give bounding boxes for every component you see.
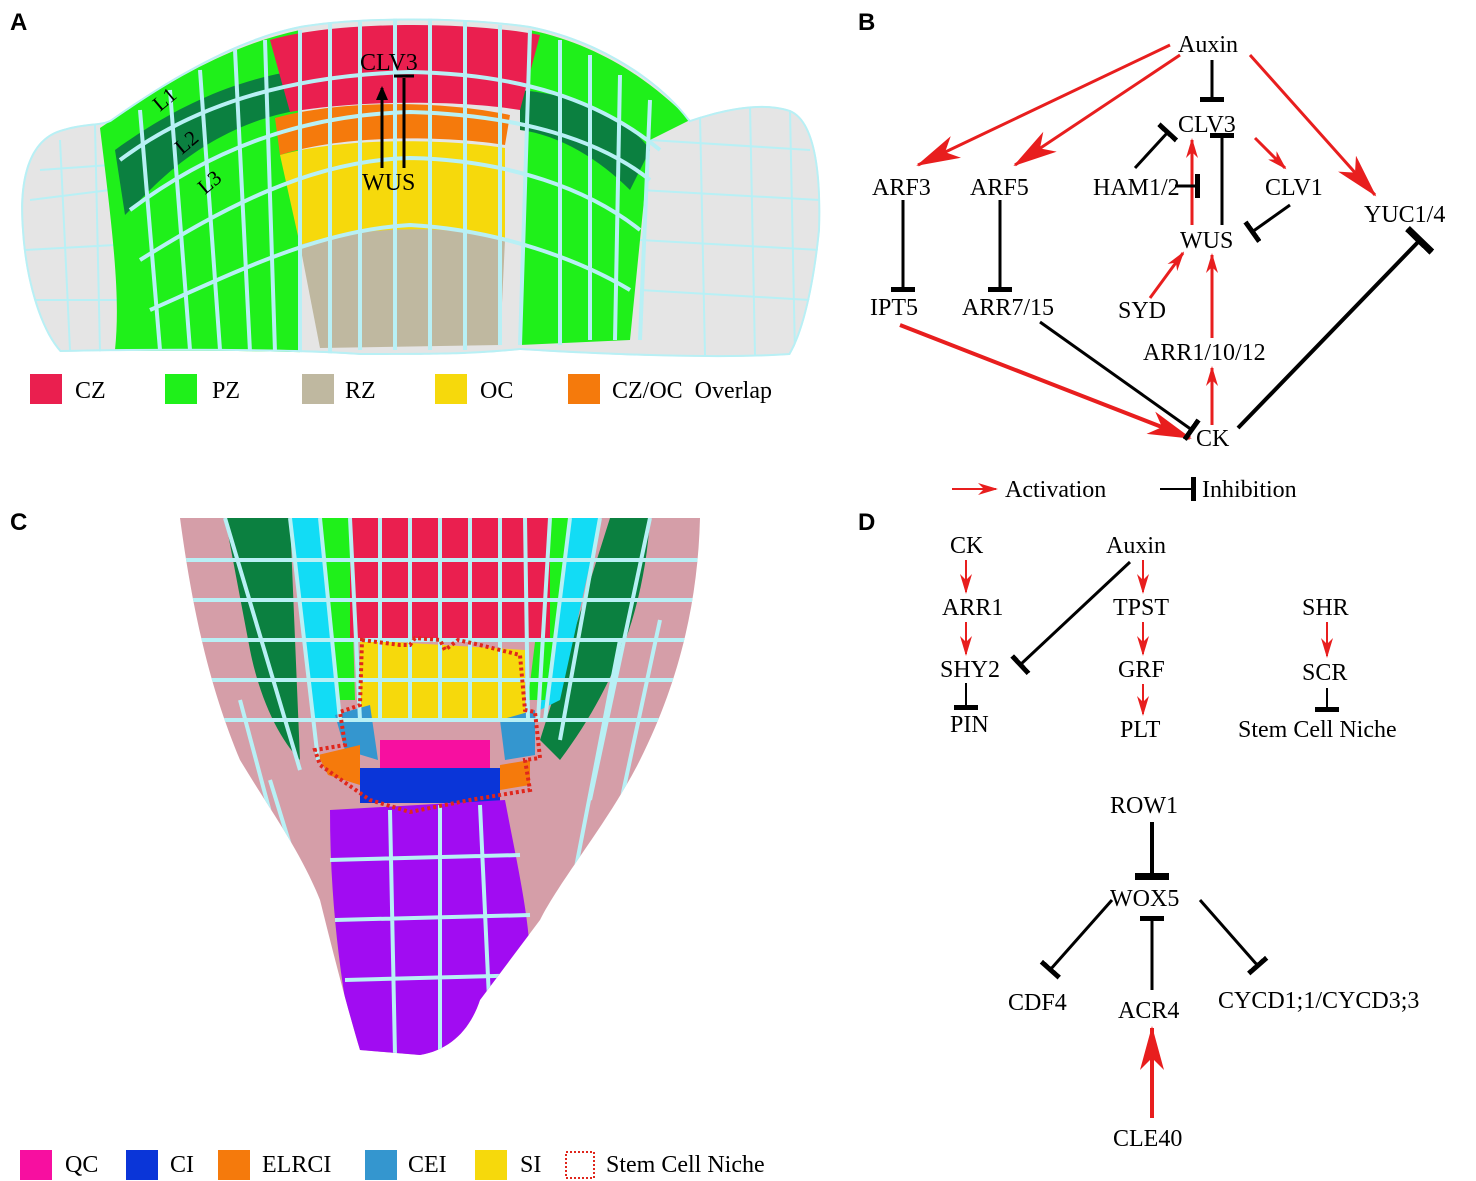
ci-region (360, 768, 500, 803)
legend-oc-swatch (435, 374, 467, 404)
l2-band (115, 70, 650, 215)
wox5-inhibits-cycd (1198, 899, 1269, 976)
d-row1: ROW1 (1110, 793, 1178, 819)
legend-cei-swatch (365, 1150, 397, 1180)
legend-si-swatch (475, 1150, 507, 1180)
legend-si-label: SI (520, 1152, 541, 1178)
legend-inhibition-label: Inhibition (1202, 477, 1297, 503)
auxin-to-arf3-arrow (916, 43, 1171, 167)
ck-inhibits-yuc (1236, 226, 1435, 430)
rz-region (300, 229, 505, 348)
columella-region (330, 800, 531, 1055)
panel-a-label: A (10, 9, 27, 36)
arr715-inhibits-ck (1039, 320, 1201, 441)
ipt5-to-ck-arrow (899, 323, 1192, 440)
syd-to-wus-arrow (1148, 251, 1185, 299)
d-shy2: SHY2 (940, 657, 1000, 683)
clv1-inhibits-wus (1243, 203, 1291, 243)
b-syd: SYD (1118, 298, 1166, 324)
b-arr11012: ARR1/10/12 (1143, 340, 1266, 366)
panel-b-label: B (858, 9, 875, 36)
panel-c-root-meristem: C (10, 509, 765, 1180)
ham-inhibits-clv3 (1133, 122, 1179, 170)
panel-b-shoot-network: B Auxin CLV3 ARF3 ARF5 HAM1/2 CLV1 WUS Y… (858, 9, 1445, 503)
d-cycd: CYCD1;1/CYCD3;3 (1218, 988, 1419, 1014)
legend-elrci-label: ELRCI (262, 1152, 331, 1178)
legend-cz-swatch (30, 374, 62, 404)
qc-region (380, 740, 490, 770)
panel-d-root-network: D CK ARR1 SHY2 PIN Auxin TPST GRF PLT SH… (858, 509, 1419, 1152)
legend-rz-label: RZ (345, 378, 376, 404)
legend-overlap-swatch (568, 374, 600, 404)
d-ck: CK (950, 533, 984, 559)
b-yuc: YUC1/4 (1364, 202, 1445, 228)
panel-b-legend: Activation Inhibition (952, 477, 1297, 503)
elrci-right (500, 760, 530, 790)
b-auxin: Auxin (1178, 32, 1238, 58)
legend-niche-label: Stem Cell Niche (606, 1152, 765, 1178)
d-shr: SHR (1302, 595, 1349, 621)
legend-elrci-swatch (218, 1150, 250, 1180)
d-arr1: ARR1 (942, 595, 1003, 621)
legend-niche-swatch (565, 1151, 595, 1179)
panel-c-legend: QC CI ELRCI CEI SI Stem Cell Niche (20, 1150, 765, 1180)
d-plt: PLT (1120, 717, 1161, 743)
overlap-region (275, 104, 510, 155)
a-wus-label: WUS (362, 170, 415, 196)
legend-cei-label: CEI (408, 1152, 447, 1178)
d-niche: Stem Cell Niche (1238, 717, 1397, 743)
auxin-inhibits-shy2 (1010, 560, 1132, 676)
d-acr4: ACR4 (1118, 998, 1179, 1024)
elrci-left (318, 745, 360, 785)
b-clv3: CLV3 (1178, 112, 1236, 138)
b-arf5: ARF5 (970, 175, 1029, 201)
d-tpst: TPST (1113, 595, 1169, 621)
legend-ci-label: CI (170, 1152, 194, 1178)
b-ck: CK (1196, 426, 1230, 452)
cz-region (270, 24, 540, 112)
wox5-inhibits-cdf4 (1039, 899, 1114, 980)
b-arr715: ARR7/15 (962, 295, 1054, 321)
d-cdf4: CDF4 (1008, 990, 1067, 1016)
cei-right (500, 710, 535, 760)
panel-a-legend: CZ PZ RZ OC CZ/OC Overlap (30, 374, 772, 404)
d-scr: SCR (1302, 660, 1347, 686)
legend-qc-swatch (20, 1150, 52, 1180)
b-arf3: ARF3 (872, 175, 931, 201)
stem-cell-niche-outline (312, 635, 543, 815)
panel-d-label: D (858, 509, 875, 536)
b-ham: HAM1/2 (1093, 175, 1180, 201)
d-grf: GRF (1118, 657, 1165, 683)
d-wox5: WOX5 (1110, 886, 1179, 912)
b-wus: WUS (1180, 228, 1233, 254)
cortex-region (225, 518, 650, 760)
panel-c-label: C (10, 509, 27, 536)
d-pin: PIN (950, 712, 989, 738)
d-cle40: CLE40 (1113, 1126, 1182, 1152)
b-ipt5: IPT5 (870, 295, 918, 321)
legend-qc-label: QC (65, 1152, 98, 1178)
auxin-to-arf5-arrow (1013, 53, 1181, 167)
panel-a-shoot-meristem: A (10, 9, 821, 404)
a-clv3-label: CLV3 (360, 50, 418, 76)
legend-overlap-label: CZ/OC Overlap (612, 378, 772, 404)
d-auxin: Auxin (1106, 533, 1166, 559)
b-clv1: CLV1 (1265, 175, 1323, 201)
legend-cz-label: CZ (75, 378, 106, 404)
legend-ci-swatch (126, 1150, 158, 1180)
legend-pz-swatch (165, 374, 197, 404)
legend-rz-swatch (302, 374, 334, 404)
clv3-to-clv1-arrow (1253, 136, 1287, 170)
auxin-to-yuc-arrow (1248, 54, 1377, 197)
stele-region (350, 518, 550, 638)
legend-pz-label: PZ (212, 378, 240, 404)
legend-activation-label: Activation (1005, 477, 1106, 503)
legend-oc-label: OC (480, 378, 513, 404)
